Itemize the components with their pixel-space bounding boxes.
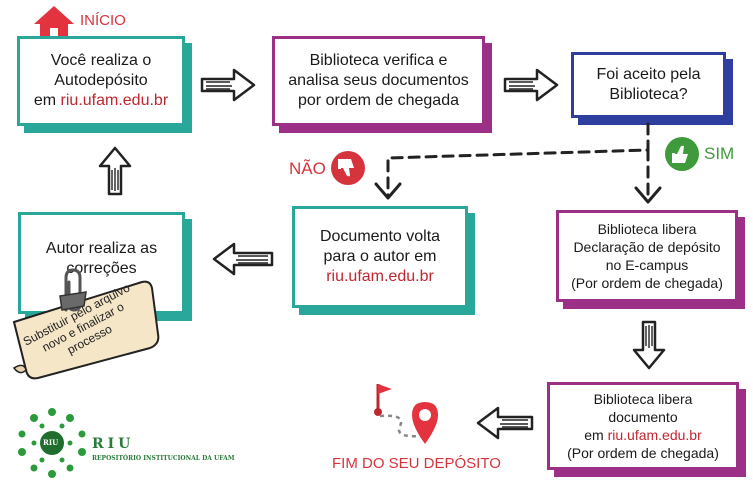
flag-icon — [374, 384, 392, 416]
step-document-returns-text: Documento volta para o autor em — [319, 228, 441, 265]
thumbs-up-icon — [665, 137, 699, 171]
arrow-down-1 — [632, 320, 666, 370]
location-pin-icon — [412, 402, 438, 444]
step-declaration-release: Biblioteca libera Declaração de depósito… — [556, 210, 738, 302]
no-label: NÃO — [289, 159, 326, 178]
thumbs-down-icon — [331, 151, 365, 185]
riu-logo-icon — [18, 408, 86, 478]
step-library-review: Biblioteca verifica e analisa seus docum… — [272, 36, 485, 126]
step-document-release-line4: (Por ordem de chegada) — [567, 445, 719, 461]
step-accepted-question: Foi aceito pela Biblioteca? — [571, 52, 726, 118]
end-label: FIM DO SEU DEPÓSITO — [332, 455, 501, 472]
riu-link[interactable]: riu.ufam.edu.br — [326, 268, 434, 285]
riu-logo-subtitle: REPOSITÓRIO INSTITUCIONAL DA UFAM — [92, 455, 235, 462]
start-label: INÍCIO — [80, 12, 126, 29]
step-document-returns: Documento volta para o autor em riu.ufam… — [292, 206, 468, 308]
riu-link[interactable]: riu.ufam.edu.br — [607, 427, 702, 443]
step-document-release-line2: documento — [608, 409, 678, 425]
arrow-up-1 — [98, 146, 132, 196]
arrow-left-2 — [476, 406, 534, 440]
yes-label: SIM — [704, 144, 735, 163]
arrow-left-1 — [212, 242, 274, 276]
paperclip-icon — [59, 268, 87, 312]
step-document-release: Biblioteca libera documento em riu.ufam.… — [547, 382, 739, 470]
riu-link[interactable]: riu.ufam.edu.br — [60, 92, 169, 109]
step-accepted-question-text: Foi aceito pela Biblioteca? — [596, 66, 701, 103]
route-path — [379, 414, 423, 438]
home-icon — [34, 6, 74, 42]
step-autodeposit-line2: Autodepósito — [54, 72, 148, 89]
step-declaration-release-text: Biblioteca libera Declaração de depósito… — [571, 221, 723, 291]
note-paper — [12, 280, 160, 380]
step-autodeposit: Você realiza o Autodepósito em riu.ufam.… — [17, 36, 185, 126]
step-author-corrections-text: Autor realiza as correções — [45, 240, 158, 277]
step-document-release-prefix: em — [584, 427, 608, 443]
riu-logo-badge: RIU — [43, 438, 59, 447]
riu-logo-title: RIU — [92, 436, 135, 452]
step-library-review-text: Biblioteca verifica e analisa seus docum… — [288, 52, 469, 109]
step-document-release-line1: Biblioteca libera — [593, 391, 693, 407]
step-autodeposit-prefix: em — [33, 92, 61, 109]
arrow-right-2 — [503, 68, 559, 102]
arrow-right-1 — [200, 68, 256, 102]
step-autodeposit-line1: Você realiza o — [50, 52, 152, 69]
